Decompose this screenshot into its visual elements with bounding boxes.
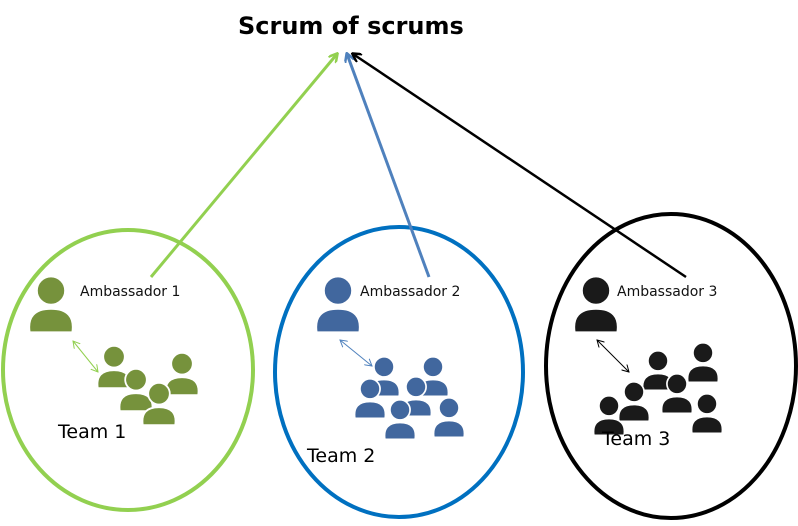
team-3-member-icon	[686, 342, 720, 384]
ambassador-2-team-link	[340, 340, 372, 366]
team-3-label: Team 3	[602, 428, 671, 450]
team-2-label: Team 2	[307, 445, 376, 467]
team-1-member-icon	[164, 352, 200, 397]
team-2-member-icon	[432, 397, 466, 439]
diagram-title: Scrum of scrums	[238, 12, 464, 40]
ambassador-2-to-scrum-arrow	[347, 54, 431, 278]
team-3-member-icon	[690, 393, 724, 435]
ambassador-3-person-icon	[572, 275, 620, 334]
team-3-boundary	[544, 212, 798, 520]
team-1-label: Team 1	[58, 421, 127, 443]
ambassador-1-label: Ambassador 1	[80, 284, 181, 300]
team-1-boundary	[1, 228, 255, 512]
ambassador-1-person-icon	[27, 275, 75, 334]
ambassador-2-person-icon	[314, 275, 362, 334]
ambassador-3-label: Ambassador 3	[617, 284, 718, 300]
ambassador-1-team-link	[73, 341, 98, 372]
ambassador-3-team-link	[597, 340, 629, 372]
ambassador-3-to-scrum-arrow	[353, 54, 687, 279]
ambassador-2-label: Ambassador 2	[360, 284, 461, 300]
ambassador-1-to-scrum-arrow	[149, 54, 337, 278]
team-2-boundary	[273, 225, 525, 519]
